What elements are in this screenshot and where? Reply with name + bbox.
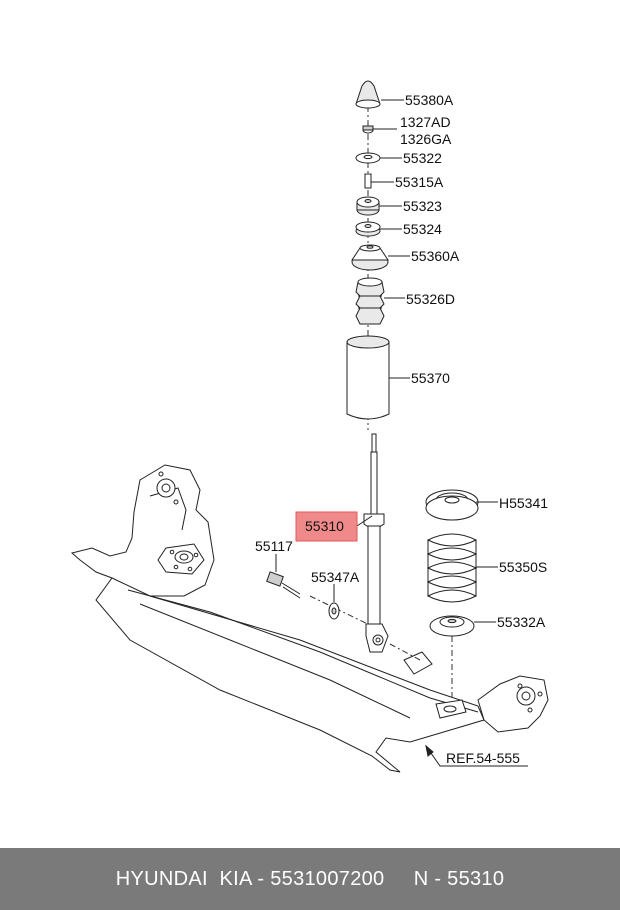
leader-lines — [275, 99, 528, 767]
nut-1327AD — [362, 125, 374, 134]
label-55117[interactable]: 55117 — [255, 538, 293, 554]
lower-spring-pad-55332A — [429, 615, 475, 637]
label-1326GA[interactable]: 1326GA — [400, 131, 452, 147]
part-labels: 55380A 1327AD 1326GA 55322 55315A 55323 … — [255, 92, 548, 766]
washer-55322 — [355, 152, 381, 164]
label-55370[interactable]: 55370 — [411, 370, 450, 386]
label-55326D[interactable]: 55326D — [406, 291, 455, 307]
rear-axle-beam — [70, 464, 549, 773]
label-55324[interactable]: 55324 — [403, 221, 442, 237]
label-55350S[interactable]: 55350S — [499, 559, 547, 575]
dust-cover-55370 — [346, 335, 390, 420]
highlight-box-55310 — [295, 511, 358, 542]
insulator-55323 — [356, 196, 380, 216]
insulator-55324 — [355, 221, 381, 237]
washer-55347A — [328, 602, 340, 620]
spring-seat-55360A — [351, 244, 389, 271]
exploded-parts-diagram: 55380A 1327AD 1326GA 55322 55315A 55323 … — [70, 80, 549, 773]
label-reference[interactable]: REF.54-555 — [446, 750, 520, 766]
label-55380A[interactable]: 55380A — [405, 92, 454, 108]
label-55315A[interactable]: 55315A — [395, 174, 444, 190]
bolt-55117 — [266, 571, 301, 599]
bump-stopper-55326D — [355, 277, 385, 325]
bushing-55315A — [364, 173, 372, 189]
label-55310[interactable]: 55310 — [305, 518, 344, 534]
label-1327AD[interactable]: 1327AD — [400, 114, 451, 130]
label-H55341[interactable]: H55341 — [499, 495, 548, 511]
label-55323[interactable]: 55323 — [403, 198, 442, 214]
label-55347A[interactable]: 55347A — [311, 569, 360, 585]
shock-absorber-55310 — [363, 433, 389, 653]
dust-cap-55380A — [355, 80, 381, 109]
spring-pad-H55341 — [425, 489, 479, 521]
coil-spring-55350S — [426, 533, 478, 603]
footer-bar: HYUNDAI KIA - 5531007200 N - 55310 — [0, 848, 620, 910]
label-55322[interactable]: 55322 — [403, 150, 442, 166]
label-55360A[interactable]: 55360A — [411, 248, 460, 264]
label-55332A[interactable]: 55332A — [497, 614, 546, 630]
footer-text: HYUNDAI KIA - 5531007200 N - 55310 — [115, 867, 505, 890]
